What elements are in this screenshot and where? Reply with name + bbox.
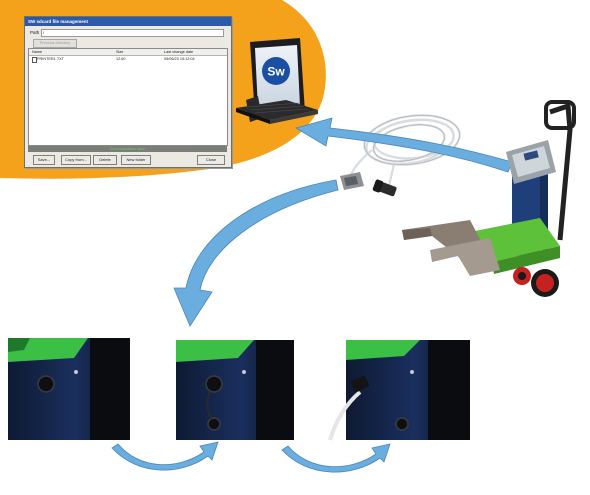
step-photo-1 (8, 338, 130, 440)
new-folder-button[interactable]: New folder (121, 155, 151, 165)
path-label: Path (30, 30, 40, 35)
sw-logo-text: Sw (267, 65, 285, 79)
arrow-to-photos (173, 179, 339, 327)
window-title: SW sdcard file management (25, 17, 231, 26)
file-management-window: SW sdcard file management Path \ Previou… (24, 16, 232, 168)
file-date: 05/06/23 15:12:04 (164, 57, 195, 61)
arrow-photo-2-to-3 (281, 443, 391, 473)
sw-logo-icon (262, 57, 290, 85)
arrow-to-computer (294, 117, 513, 173)
arrow-photo-1-to-2 (111, 441, 219, 471)
close-button[interactable]: Close (197, 155, 225, 165)
list-item[interactable]: PRINTER1.TXT 12.60 05/06/23 15:12:04 (29, 56, 227, 63)
column-size-header[interactable]: Size (116, 50, 124, 54)
delete-button[interactable]: Delete (93, 155, 117, 165)
file-icon (32, 57, 37, 63)
path-row: Path \ (28, 29, 228, 37)
step-photo-3 (328, 340, 470, 441)
step-photo-2 (176, 340, 294, 440)
file-name: PRINTER1.TXT (37, 57, 65, 61)
column-name-header[interactable]: Name (32, 50, 43, 54)
previous-directory-button[interactable]: Previous directory (33, 39, 77, 48)
file-list[interactable]: Name Size Last change date PRINTER1.TXT … (28, 48, 228, 146)
db9-connector (340, 172, 364, 190)
file-size: 12.60 (116, 57, 126, 61)
save-button[interactable]: Save... (33, 155, 55, 165)
path-input[interactable]: \ (41, 29, 224, 37)
computer-monitor: Sw (236, 38, 318, 124)
copy-from-button[interactable]: Copy from... (61, 155, 91, 165)
column-date-header[interactable]: Last change date (164, 50, 194, 54)
file-list-header: Name Size Last change date (29, 49, 227, 56)
pallet-truck-scale (402, 100, 576, 297)
status-bar: Communication open (28, 146, 227, 152)
round-connector (372, 179, 397, 197)
